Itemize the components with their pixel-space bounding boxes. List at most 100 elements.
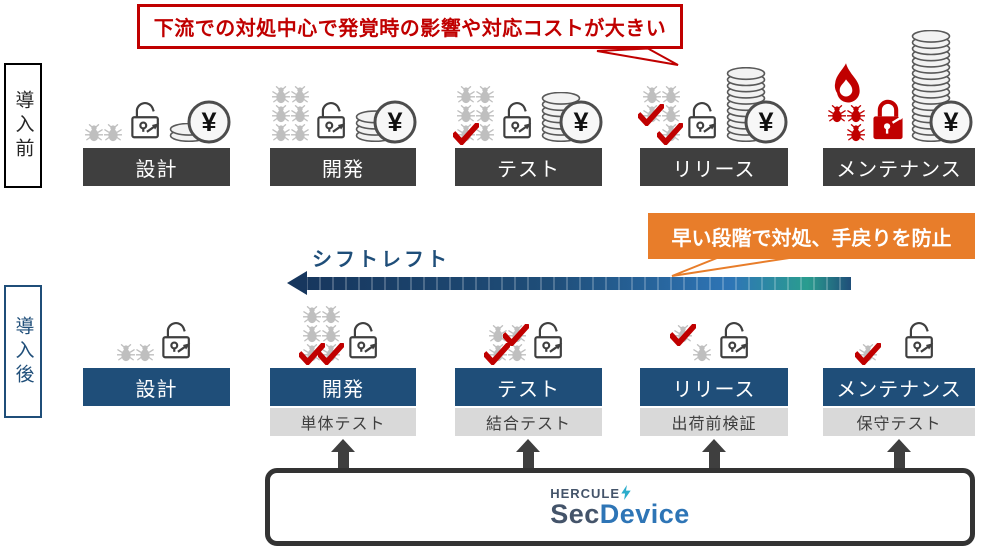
bug-cell: [488, 343, 507, 362]
up-arrow-head: [516, 439, 540, 452]
bug-icon: [303, 325, 321, 343]
icon-cluster-release: [640, 318, 788, 362]
up-arrow-shaft: [893, 451, 905, 468]
red-check-icon: [318, 343, 344, 365]
up-arrow-shaft: [522, 451, 534, 468]
coin-stack-icon: ¥: [541, 91, 602, 144]
stage-before-maintenance: ¥メンテナンス: [823, 20, 975, 186]
stage-label: 開発: [322, 158, 364, 181]
bug-cell: [661, 123, 680, 142]
up-arrow-head: [702, 439, 726, 452]
stage-box-release: リリース: [640, 148, 788, 186]
stage-label: 開発: [322, 378, 364, 401]
icon-cluster-development: [270, 305, 416, 362]
row-label-after-text: 導入後: [12, 315, 34, 388]
early-fix-banner: 早い段階で対処、手戻りを防止: [648, 213, 975, 259]
bug-cell: [271, 123, 290, 142]
icon-cluster-test: [455, 318, 602, 362]
stage-before-release: ¥ リリース: [640, 20, 788, 186]
stage-after-release: リリース出荷前検証: [640, 295, 788, 436]
sub-label-release: 出荷前検証: [640, 408, 788, 436]
bug-icon: [85, 124, 103, 142]
red-check-icon: [453, 123, 479, 145]
bug-icon: [322, 306, 340, 324]
bug-cell: [116, 343, 135, 362]
bug-cell: [642, 85, 661, 104]
bug-cell: [457, 123, 476, 142]
stage-box-maintenance: メンテナンス: [823, 368, 975, 406]
bug-icon: [661, 86, 680, 104]
bug-cell: [271, 85, 290, 104]
stage-label: テスト: [497, 378, 560, 401]
red-check-icon: [657, 123, 683, 145]
bug-icon: [457, 86, 475, 104]
secdevice-name: SecDevice: [550, 500, 690, 528]
stage-box-design: 設計: [83, 148, 230, 186]
lock-open-icon: [502, 102, 532, 139]
bug-icon: [271, 105, 290, 123]
hercules-brand: HERCULE: [550, 485, 631, 501]
bug-cell: [290, 85, 309, 104]
icon-cluster-design: ¥: [83, 98, 230, 144]
downstream-warning-text: 下流での対処中心で発覚時の影響や対応コストが大きい: [153, 18, 667, 40]
stage-label: メンテナンス: [836, 378, 962, 401]
early-fix-text: 早い段階で対処、手戻りを防止: [671, 227, 952, 250]
downstream-warning-banner: 下流での対処中心で発覚時の影響や対応コストが大きい: [137, 4, 683, 49]
bug-grid: [303, 305, 341, 362]
bug-icon: [322, 325, 340, 343]
bug-cell: [476, 104, 495, 123]
stage-label: 設計: [135, 378, 178, 401]
lock-open-icon: [719, 322, 749, 359]
svg-text:¥: ¥: [387, 107, 402, 137]
icon-cluster-maintenance: [823, 318, 975, 362]
bug-cell: [661, 85, 680, 104]
bug-cell: [290, 123, 309, 142]
up-arrow-head: [887, 439, 911, 452]
icon-cluster-release: ¥: [640, 66, 788, 142]
icon-cluster-maintenance: ¥: [823, 29, 975, 144]
row-label-before: 導入前: [4, 63, 42, 188]
bug-grid: [457, 85, 495, 142]
bug-icon: [290, 124, 309, 142]
bug-cell: [846, 123, 865, 142]
bug-cell: [827, 123, 846, 142]
bug-icon: [457, 105, 475, 123]
svg-text:¥: ¥: [573, 107, 588, 137]
lock-open-icon: [688, 102, 718, 139]
bug-icon: [116, 344, 135, 362]
lock-open-icon: [904, 322, 934, 359]
lock-open-icon: [130, 102, 160, 139]
bug-grid: [674, 324, 712, 362]
bug-cell: [271, 104, 290, 123]
sub-label-test: 結合テスト: [455, 408, 602, 436]
svg-text:¥: ¥: [758, 107, 773, 137]
bug-icon: [271, 124, 290, 142]
red-check-icon: [484, 343, 510, 365]
bug-cell: [457, 104, 476, 123]
bug-cell: [290, 104, 309, 123]
bug-grid: [85, 123, 123, 142]
bug-icon: [476, 86, 494, 104]
sub-label-maintenance: 保守テスト: [823, 408, 975, 436]
stage-box-release: リリース: [640, 368, 788, 406]
stage-before-design: ¥ 設計: [83, 20, 230, 186]
bug-grid: [827, 104, 865, 142]
stage-before-test: ¥テスト: [455, 20, 602, 186]
bug-icon: [290, 105, 309, 123]
svg-text:¥: ¥: [201, 107, 216, 137]
lock-open-icon: [317, 102, 347, 139]
bug-icon: [661, 105, 680, 123]
bug-cell: [507, 324, 526, 343]
bug-cell: [322, 305, 341, 324]
red-check-icon: [855, 343, 881, 365]
bug-grid: [271, 85, 309, 142]
bug-cell: [674, 324, 693, 343]
icon-cluster-development: ¥: [270, 85, 417, 144]
bug-icon: [693, 344, 711, 362]
stage-box-test: テスト: [455, 368, 602, 406]
bug-icon: [303, 306, 321, 324]
bug-cell: [476, 85, 495, 104]
sub-label-development: 単体テスト: [270, 408, 416, 436]
bug-icon: [271, 86, 290, 104]
